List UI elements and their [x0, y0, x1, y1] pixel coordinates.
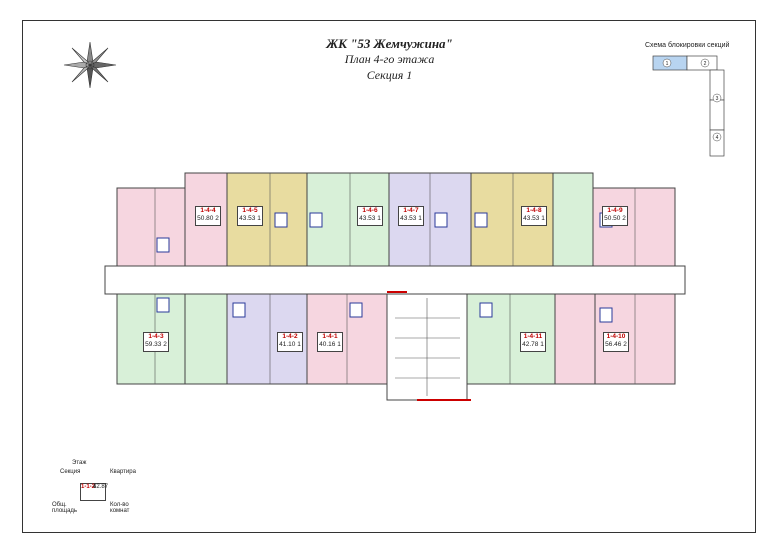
drawing-frame	[22, 20, 756, 533]
compass-rose-icon	[63, 41, 117, 89]
scheme-section-4: 4	[716, 135, 719, 141]
block-scheme: 1 2 3 4	[652, 55, 725, 157]
floor-plan-drawing	[104, 172, 686, 401]
section-title: Секция 1	[366, 68, 413, 82]
scheme-section-2: 2	[704, 61, 707, 67]
legend-total-area-label: Общ. площадь	[52, 502, 78, 514]
complex-title: ЖК "53 Жемчужина"	[326, 36, 453, 51]
legend-rooms-label: Кол-во комнат	[110, 502, 130, 514]
legend-apartment-label: Квартира	[110, 469, 136, 475]
block-scheme-title: Схема блокировки секций	[645, 42, 730, 49]
floor-plan-title: План 4-го этажа	[344, 52, 435, 66]
scheme-section-3: 3	[716, 96, 719, 102]
legend-floor-label: Этаж	[72, 460, 87, 466]
legend-section-label: Секция	[60, 469, 81, 475]
scheme-section-1: 1	[666, 61, 669, 67]
